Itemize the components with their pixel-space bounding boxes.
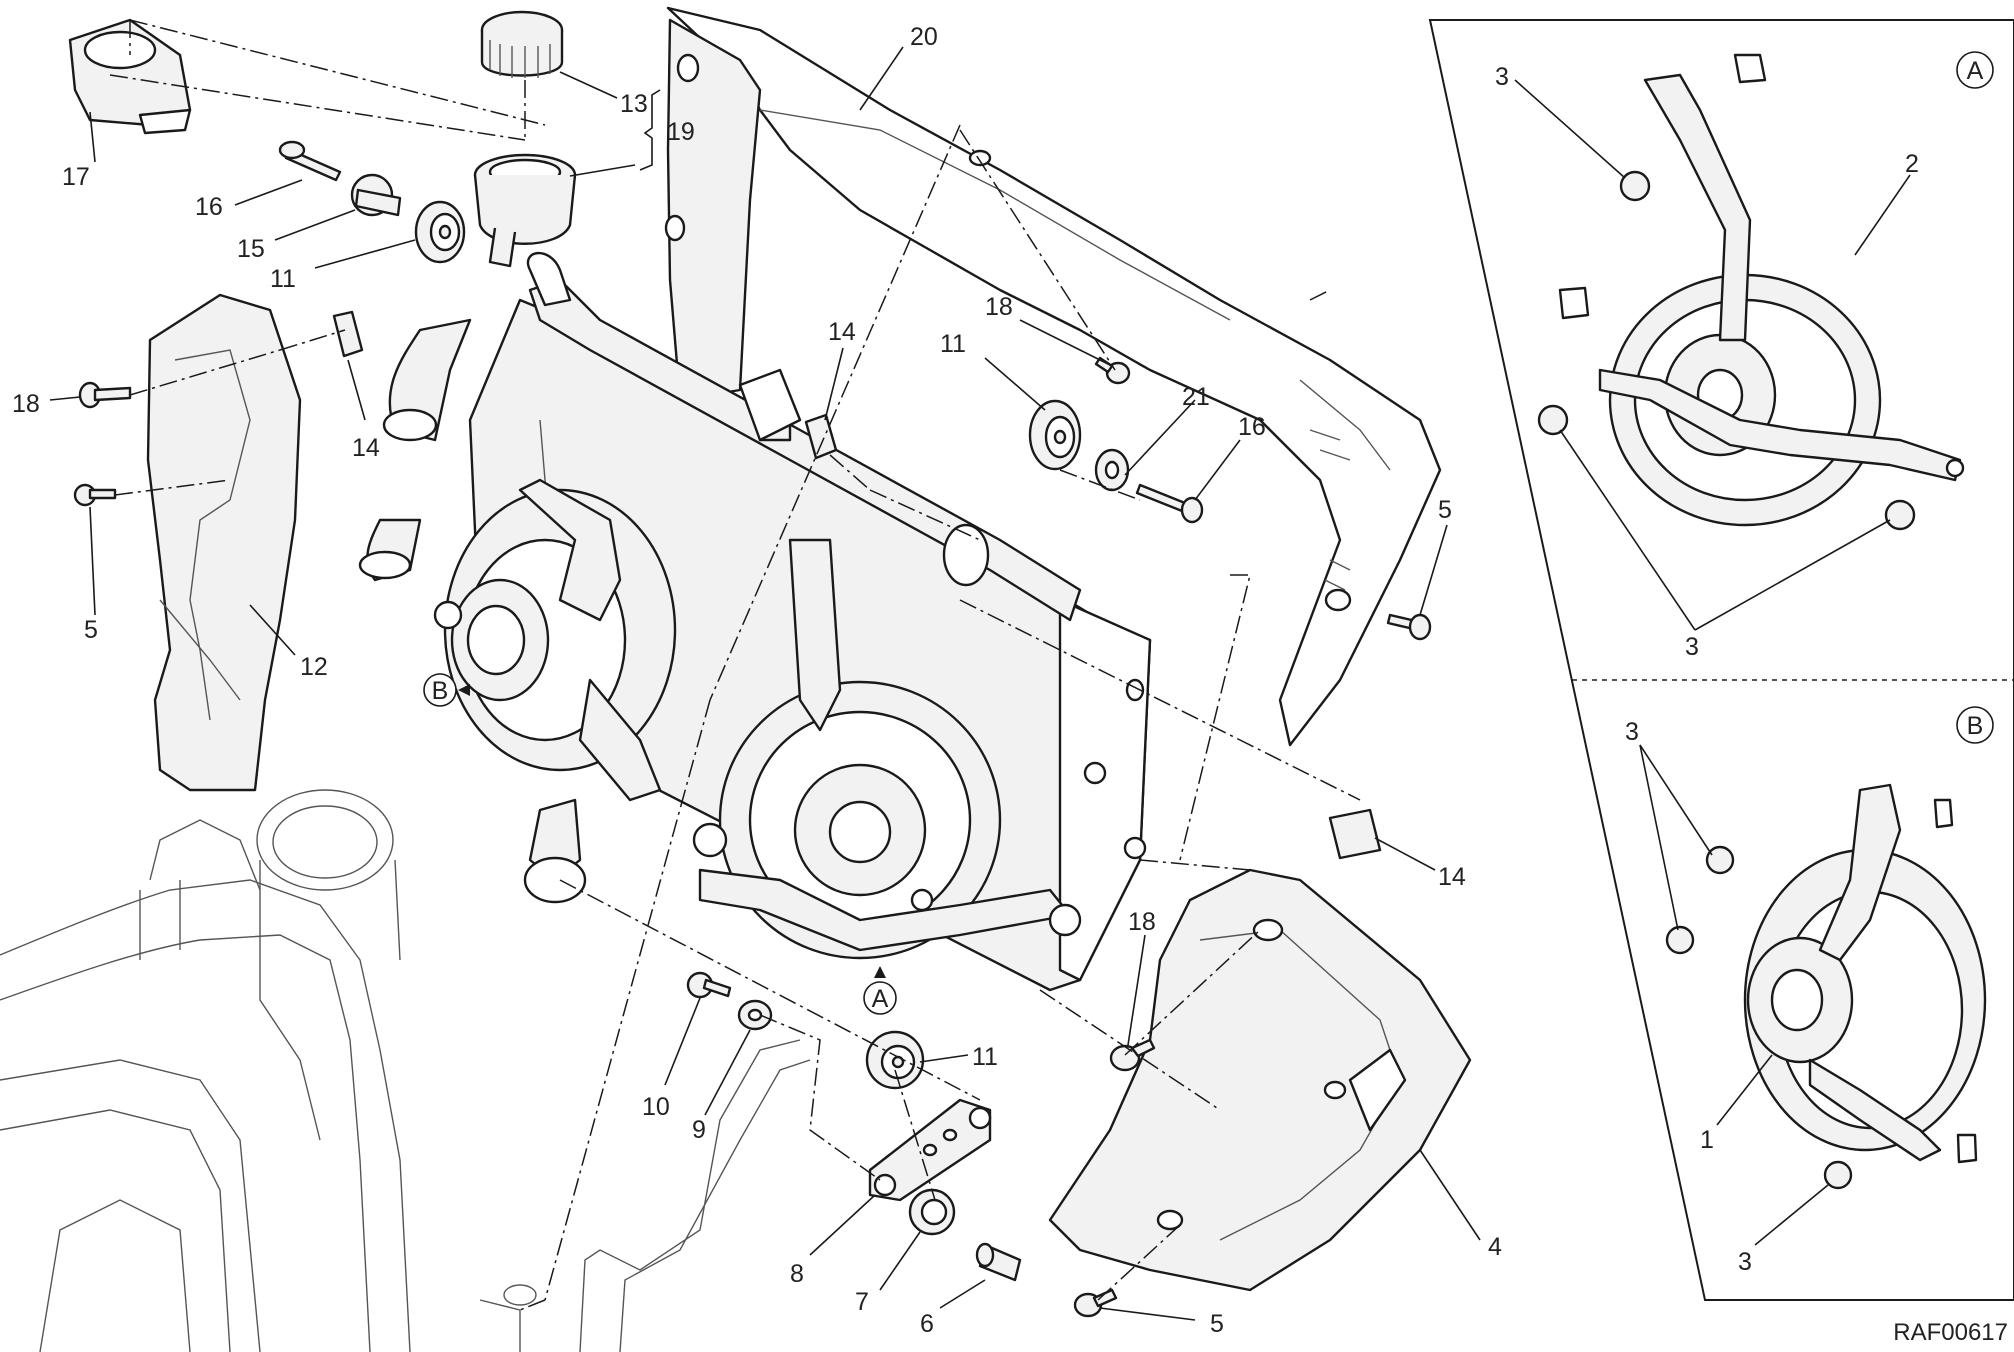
callout-11-center: 11 (940, 330, 966, 358)
detail-b-fan (1743, 783, 1987, 1164)
detail-a-screws (1537, 170, 1916, 531)
callout-detail-a-3-bottom: 3 (1685, 633, 1699, 661)
marker-b-main (423, 673, 470, 707)
callout-detail-b-3-top: 3 (1625, 718, 1639, 746)
spacer-15 (350, 173, 402, 217)
screw-16-left (278, 140, 342, 182)
callout-20: 20 (910, 23, 938, 51)
screw-18-center (1094, 356, 1131, 385)
fan-left-1 (433, 478, 677, 904)
right-lower-cover-4 (1048, 868, 1472, 1292)
callout-6: 6 (920, 1310, 934, 1338)
detail-panel (1428, 19, 2014, 1301)
screw-16-center (1135, 483, 1204, 524)
detail-b-marker (1956, 706, 1994, 744)
callout-5-bottom: 5 (1210, 1310, 1224, 1338)
clip-14-right (1328, 808, 1382, 860)
callout-detail-a-2: 2 (1905, 150, 1919, 178)
callout-10: 10 (642, 1093, 670, 1121)
grommet-11-lower (865, 1030, 925, 1090)
callout-21: 21 (1182, 383, 1210, 411)
expansion-cap-13 (480, 10, 564, 78)
callouts: 17 13 19 20 16 15 11 18 14 5 12 14 18 11… (12, 23, 2008, 1346)
radiator-shroud-20 (664, 6, 1442, 747)
callout-detail-b-3-bottom: 3 (1738, 1248, 1752, 1276)
leader-lines (49, 46, 1911, 1321)
screw-5-left (73, 483, 117, 507)
callout-14-right: 14 (1438, 863, 1466, 891)
callout-11-top-left: 11 (270, 265, 296, 293)
callout-detail-b-1: 1 (1700, 1126, 1714, 1154)
clip-14-left (332, 310, 364, 358)
grommet-7 (908, 1188, 956, 1236)
left-side-panel-12 (146, 293, 302, 792)
grommet-11-center (1028, 399, 1082, 471)
screw-5-right (1386, 613, 1432, 641)
callout-14-center: 14 (828, 318, 856, 346)
screw-10 (686, 971, 732, 999)
detail-a-fan (1558, 53, 1965, 527)
callout-17: 17 (62, 163, 90, 191)
main-marker-a-label: A (872, 985, 889, 1013)
callout-detail-a-3-top: 3 (1495, 63, 1509, 91)
callout-12: 12 (300, 653, 328, 681)
drawing-code: RAF00617 (1893, 1319, 2008, 1346)
marker-a-main (863, 966, 897, 1015)
callout-9: 9 (692, 1116, 706, 1144)
bracket-8 (868, 1098, 992, 1202)
cover-17 (68, 18, 192, 135)
fan-center-2 (692, 538, 1082, 960)
callout-16-center: 16 (1238, 413, 1266, 441)
callout-5-left: 5 (84, 616, 98, 644)
callout-18-left: 18 (12, 390, 40, 418)
callout-7: 7 (855, 1288, 869, 1316)
frame-outline (0, 789, 811, 1352)
callout-5-right: 5 (1438, 496, 1452, 524)
clip-14-center (738, 368, 838, 460)
callout-4: 4 (1488, 1233, 1502, 1261)
callout-18-center: 18 (985, 293, 1013, 321)
detail-marker-b-label: B (1967, 712, 1984, 740)
callout-8: 8 (790, 1260, 804, 1288)
washer-9 (737, 999, 773, 1031)
detail-a-marker (1956, 51, 1994, 89)
callout-16-left: 16 (195, 193, 223, 221)
detail-b-screws (1665, 845, 1853, 1190)
screw-5-bottom (1073, 1288, 1118, 1318)
callout-11-lower: 11 (972, 1043, 998, 1071)
callout-19: 19 (667, 118, 695, 146)
washer-21 (1094, 448, 1130, 492)
callout-18-right: 18 (1128, 908, 1156, 936)
main-marker-b-label: B (432, 677, 449, 705)
assembly-lines (109, 19, 1361, 1311)
detail-marker-a-label: A (1967, 57, 1984, 85)
callout-14-left: 14 (352, 434, 380, 462)
callout-15: 15 (237, 235, 265, 263)
spacer-6 (975, 1242, 1022, 1282)
callout-13: 13 (620, 90, 648, 118)
screw-18-left (78, 381, 132, 409)
grommet-11-top-left (414, 200, 466, 264)
